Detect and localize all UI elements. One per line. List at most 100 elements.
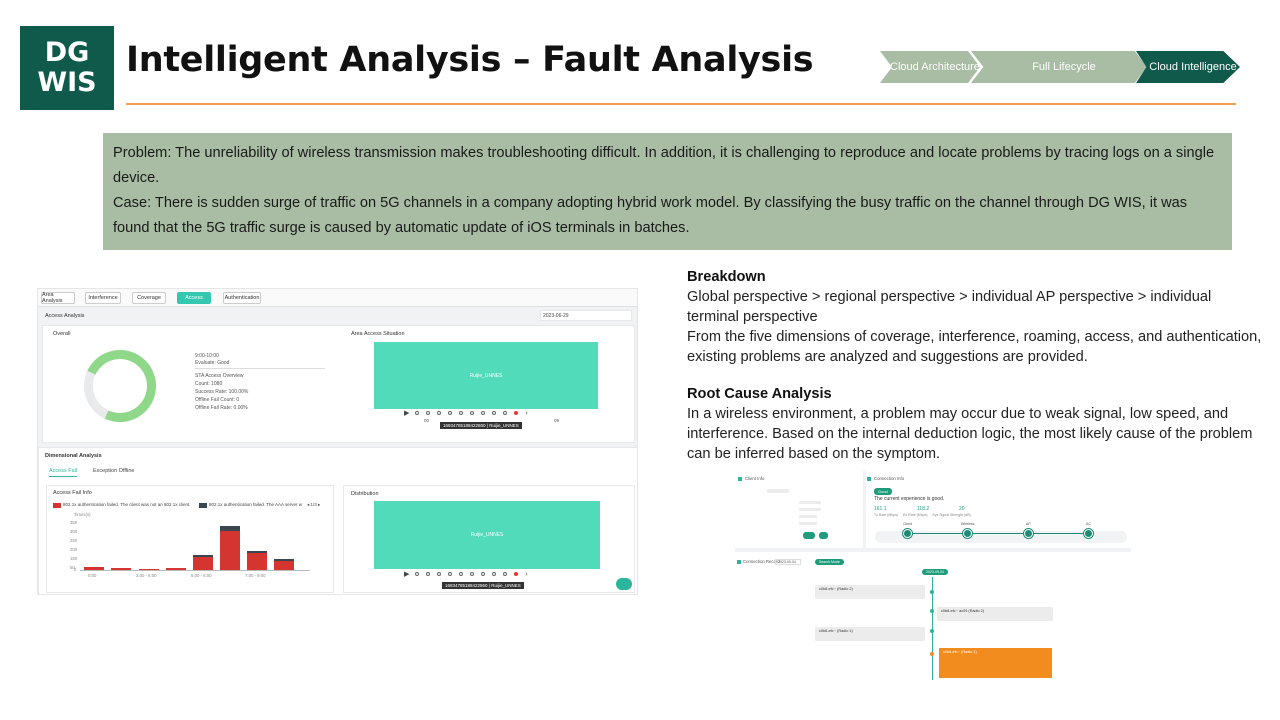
fail-bar[interactable] — [220, 531, 240, 570]
breakdown-line-1: Global perspective > regional perspectiv… — [687, 289, 1212, 325]
timeline-node — [930, 609, 934, 613]
timeline-dot[interactable] — [448, 572, 453, 576]
timeline-dot[interactable] — [437, 572, 442, 576]
next-icon[interactable]: › — [525, 409, 528, 417]
client-tag-pill[interactable] — [803, 532, 816, 539]
timeline-dot[interactable] — [415, 572, 420, 576]
record-date-input[interactable]: 2023-09-04 — [775, 559, 801, 565]
timeline-dot-current[interactable] — [514, 572, 519, 576]
x-tick-1: 0:00 — [88, 573, 97, 578]
timeline-dot[interactable] — [426, 411, 431, 415]
record-card[interactable]: c0b8-efc·· (Radio 2) — [815, 585, 925, 599]
x-tick-4: 7:00 - 9:00 — [245, 573, 266, 578]
connection-info-marker — [867, 477, 871, 481]
legend-pager[interactable]: ◂ 1/3 ▸ — [307, 502, 321, 507]
timeline-dot[interactable] — [503, 411, 508, 415]
metric-signal-value: 20 — [959, 506, 965, 512]
stat-success-rate: Success Rate: 100.00% — [195, 389, 249, 395]
step-cloud-architecture: Cloud Architecture — [880, 51, 980, 83]
title-underline — [126, 103, 1236, 105]
y-tick-200: 200 — [70, 547, 78, 552]
fail-bar[interactable] — [111, 568, 131, 570]
timeline-dot[interactable] — [437, 411, 442, 415]
node-client[interactable] — [903, 529, 912, 538]
timeline-dot[interactable] — [470, 411, 475, 415]
tab-authentication[interactable]: Authentication — [223, 292, 261, 304]
timeline-dot[interactable] — [492, 572, 497, 576]
node-wireless[interactable] — [963, 529, 972, 538]
distribution-map[interactable]: Ruijie_UNNES — [374, 501, 600, 569]
client-name-field — [767, 489, 789, 493]
tab-area-analysis[interactable]: Area Analysis — [41, 292, 75, 304]
tab-access[interactable]: Access — [177, 292, 211, 304]
access-analysis-screenshot: Area Analysis Interference Coverage Acce… — [37, 288, 638, 595]
fail-bar[interactable] — [247, 553, 267, 570]
tab-coverage[interactable]: Coverage — [132, 292, 166, 304]
record-card[interactable]: c0b8-efc·· (Radio 1) — [815, 627, 925, 641]
search-mode-button[interactable]: Search Mode — [815, 559, 844, 565]
record-card-title: c0b8-efc·· (Radio 2) — [819, 587, 853, 591]
timeline-dot[interactable] — [481, 411, 486, 415]
tab-interference[interactable]: Interference — [85, 292, 121, 304]
node-ap-label: AP — [1026, 522, 1031, 526]
timeline-dot[interactable] — [459, 411, 464, 415]
node-ap[interactable] — [1024, 529, 1033, 538]
distribution-tooltip: 16934785188422860 | Ruijie_UNNES — [442, 582, 524, 589]
timeline-dot[interactable] — [426, 572, 431, 576]
fail-bar[interactable] — [274, 561, 294, 570]
client-field — [799, 515, 817, 518]
timeline-dot[interactable] — [492, 411, 497, 415]
fail-bar-segment — [220, 526, 240, 531]
tab-exception-offline[interactable]: Exception Offline — [93, 468, 135, 474]
experience-text: The current experience is good. — [874, 496, 945, 502]
timeline-dot[interactable] — [503, 572, 508, 576]
fail-bar[interactable] — [166, 568, 186, 570]
page-title: Intelligent Analysis – Fault Analysis — [126, 40, 814, 80]
timeline-dot[interactable] — [481, 572, 486, 576]
record-card-highlighted[interactable]: c0b8-efc·· (Radio 1) — [939, 648, 1052, 678]
connection-record-title: Connection Record — [743, 559, 780, 564]
access-gauge-track — [84, 350, 156, 422]
play-icon[interactable]: ▶ — [404, 571, 410, 578]
timeline-dot-current[interactable] — [514, 411, 519, 415]
fail-bar[interactable] — [84, 567, 104, 570]
date-picker[interactable]: 2023-06-29 — [540, 310, 632, 321]
timeline-dot[interactable] — [448, 411, 453, 415]
area-map-label: Ruijie_UNNES — [469, 372, 503, 379]
fail-bar[interactable] — [139, 569, 159, 570]
tooltip-name: Ruijie_UNNES — [491, 583, 521, 588]
timeline-tooltip: 16934785188422860 | Ruijie_UNNES — [440, 422, 522, 429]
record-card[interactable]: c0b8-efc·· ac09 (Radio 2) — [937, 607, 1053, 621]
timeline-bottom[interactable]: ▶ › — [404, 570, 528, 579]
node-ac[interactable] — [1084, 529, 1093, 538]
node-ac-label: AC — [1086, 522, 1091, 526]
legend-pager-text: 1/3 — [310, 502, 317, 507]
y-tick-300: 300 — [70, 529, 78, 534]
fail-bar[interactable] — [193, 556, 213, 570]
timeline-dot[interactable] — [459, 572, 464, 576]
client-field — [799, 522, 817, 525]
date-value: 2023-06-29 — [543, 313, 569, 319]
timeline-top[interactable]: ▶ › — [404, 409, 528, 418]
record-card-title: c0b8-efc·· ac09 (Radio 2) — [941, 609, 985, 613]
timeline-node — [930, 629, 934, 633]
x-axis-line — [80, 570, 310, 571]
problem-case-box: Problem: The unreliability of wireless t… — [103, 133, 1232, 250]
access-fail-info-panel — [46, 485, 334, 593]
legend-label-2: 802.1x authentication failed. The AAA se… — [209, 502, 302, 507]
tab-access-fail[interactable]: Access Fail — [49, 468, 78, 477]
fail-bar-segment — [247, 551, 267, 553]
assistant-fab-icon[interactable] — [616, 578, 632, 590]
next-icon[interactable]: › — [525, 570, 528, 578]
play-icon[interactable]: ▶ — [404, 410, 410, 417]
legend-label-1: 802.1x authentication failed. The client… — [63, 502, 191, 507]
fail-bar-segment — [274, 559, 294, 561]
section-title: Access Analysis — [45, 313, 85, 319]
timeline-dot[interactable] — [415, 411, 420, 415]
timeline-dot[interactable] — [470, 572, 475, 576]
client-tag-pill[interactable] — [819, 532, 829, 539]
record-card-title: c0b8-efc·· (Radio 1) — [943, 650, 977, 654]
area-map[interactable]: Ruijie_UNNES — [374, 342, 598, 409]
stat-count: Count: 1080 — [195, 381, 223, 387]
problem-text: Problem: The unreliability of wireless t… — [113, 145, 1215, 186]
